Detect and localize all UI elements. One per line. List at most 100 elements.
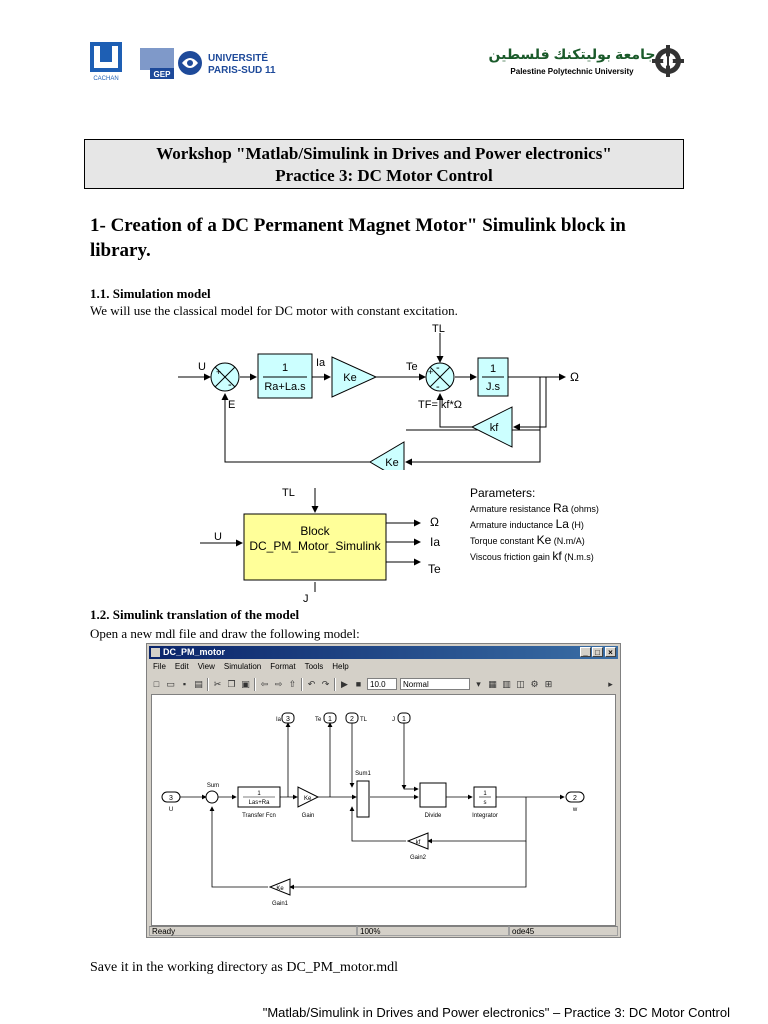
save-icon[interactable]: ▪: [182, 678, 187, 689]
block-out-omega: Ω: [430, 515, 439, 529]
menu-view[interactable]: View: [197, 662, 215, 671]
menu-file[interactable]: File: [153, 662, 166, 671]
divide-block[interactable]: [419, 782, 447, 808]
svg-text:2: 2: [573, 795, 577, 802]
maximize-button[interactable]: □: [592, 647, 603, 657]
workshop-title-line1: Workshop "Matlab/Simulink in Drives and …: [156, 144, 612, 163]
play-icon[interactable]: ▶: [341, 678, 348, 689]
status-zoom: 100%: [357, 926, 509, 936]
sum1-block-name: Sum1: [355, 771, 371, 777]
svg-text:Las+Ra: Las+Ra: [249, 800, 271, 806]
inport-j[interactable]: 1: [397, 712, 411, 724]
param-item: Armature inductance La (H): [470, 517, 584, 531]
subsection-1-1-text: We will use the classical model for DC m…: [90, 303, 458, 318]
transfer-fcn-block[interactable]: 1 Las+Ra: [237, 786, 281, 808]
gain-ke2-triangle: [369, 441, 405, 470]
gep-label: GEP: [154, 70, 172, 79]
chevron-down-icon[interactable]: ▾: [476, 678, 481, 689]
stop-time-field[interactable]: 10.0: [367, 678, 397, 690]
svg-text:s: s: [484, 800, 487, 806]
undo-icon[interactable]: ↶: [307, 678, 316, 689]
menu-help[interactable]: Help: [332, 662, 349, 671]
close-button[interactable]: ×: [605, 647, 616, 657]
forward-icon[interactable]: ⇨: [274, 678, 283, 689]
menu-edit[interactable]: Edit: [174, 662, 189, 671]
svg-text:1: 1: [483, 791, 487, 797]
exit-icon[interactable]: ▸: [608, 678, 613, 689]
e-label: E: [228, 399, 235, 411]
gain-block[interactable]: Ke: [297, 786, 320, 808]
open-folder-icon[interactable]: ▭: [166, 678, 175, 689]
universite-line1: UNIVERSITÉ: [208, 51, 268, 64]
subsection-1-2-heading: 1.2. Simulink translation of the model: [90, 607, 300, 622]
svg-text:kf: kf: [416, 840, 421, 846]
gain-ke-label: Ke: [343, 372, 356, 384]
cut-icon[interactable]: ✂: [213, 678, 222, 689]
menu-tools[interactable]: Tools: [304, 662, 324, 671]
debug-icon[interactable]: ⚙: [530, 678, 539, 689]
menu-format[interactable]: Format: [270, 662, 296, 671]
te-label: Te: [406, 361, 418, 373]
ppu-arabic: جامعة بوليتكنك فلسطين: [489, 46, 656, 63]
omega-label: Ω: [570, 370, 579, 384]
paste-icon[interactable]: ▣: [241, 678, 250, 689]
sim-mode-select[interactable]: Normal: [400, 678, 470, 690]
sum-block-name: Sum: [207, 783, 219, 789]
ppu-english: Palestine Polytechnic University: [510, 67, 634, 76]
transfer-fcn-armature: [257, 353, 313, 399]
tf1-den: Ra+La.s: [264, 381, 306, 393]
sum-block[interactable]: [205, 790, 219, 804]
block-line2: DC_PM_Motor_Simulink: [249, 539, 381, 553]
block-in-u: U: [214, 531, 222, 543]
transfer-fcn-name: Transfer Fcn: [242, 813, 276, 819]
gep-logo: GEP: [140, 48, 176, 80]
stop-icon[interactable]: ■: [355, 678, 362, 689]
menu-simulation[interactable]: Simulation: [223, 662, 262, 671]
gain2-block-name: Gain2: [410, 855, 427, 861]
hierarchy-icon[interactable]: ⊞: [544, 678, 553, 689]
simulink-toolbar: □ ▭ ▪ ▤ ✂ ❐ ▣ ⇦ ⇨ ⇧ ↶ ↷ ▶ ■ 10.0 Normal …: [151, 675, 616, 693]
gain1-block-name: Gain1: [272, 901, 289, 907]
simulink-title: DC_PM_motor: [163, 647, 226, 657]
cachan-label: CACHAN: [93, 76, 118, 82]
ia-label: Ia: [316, 357, 326, 369]
save-instruction: Save it in the working directory as DC_P…: [90, 960, 398, 975]
page-footer: "Matlab/Simulink in Drives and Power ele…: [262, 1005, 730, 1020]
outport-w[interactable]: 2: [565, 791, 585, 803]
sum1-block[interactable]: [356, 780, 370, 818]
print-icon[interactable]: ▤: [194, 678, 203, 689]
new-file-icon[interactable]: □: [153, 678, 160, 689]
model-explorer-icon[interactable]: ◫: [516, 678, 525, 689]
dc-pm-motor-block: [243, 513, 387, 581]
block-line1: Block: [300, 524, 330, 538]
svg-text:Ke: Ke: [276, 886, 284, 892]
inport-tl[interactable]: 2: [345, 712, 359, 724]
block-in-j: J: [303, 593, 309, 605]
simulink-window: DC_PM_motor _ □ × File Edit View Simulat…: [146, 643, 621, 938]
outport-w-name: w: [572, 807, 578, 813]
simulink-canvas[interactable]: 3 U Sum 1 Las+Ra Transfer Fcn Ke Gain 3: [151, 694, 616, 926]
subsection-1-1-heading: 1.1. Simulation model: [90, 286, 211, 301]
integrator-block[interactable]: 1 s: [473, 786, 497, 808]
inport-u[interactable]: 3: [161, 791, 181, 803]
minimize-button[interactable]: _: [580, 647, 591, 657]
gain1-block[interactable]: Ke: [268, 878, 291, 896]
outport-te-name: Te: [315, 717, 322, 723]
library-icon[interactable]: ▥: [502, 678, 511, 689]
simulink-titlebar[interactable]: DC_PM_motor _ □ ×: [149, 646, 618, 659]
simulink-model: 3 U Sum 1 Las+Ra Transfer Fcn Ke Gain 3: [161, 712, 585, 907]
simulink-statusbar: Ready 100% ode45: [149, 926, 618, 936]
workshop-title-line2: Practice 3: DC Motor Control: [275, 166, 493, 185]
build-icon[interactable]: ▦: [488, 678, 497, 689]
gain2-block[interactable]: kf: [406, 832, 429, 850]
back-icon[interactable]: ⇦: [260, 678, 269, 689]
integrator-block-name: Integrator: [472, 813, 498, 819]
outport-te[interactable]: 1: [323, 712, 337, 724]
redo-icon[interactable]: ↷: [321, 678, 330, 689]
up-icon[interactable]: ⇧: [288, 678, 297, 689]
copy-icon[interactable]: ❐: [227, 678, 236, 689]
outport-ia[interactable]: 3: [281, 712, 295, 724]
param-item: Viscous friction gain kf (N.m.s): [470, 549, 594, 563]
block-out-te: Te: [428, 562, 441, 576]
svg-text:1: 1: [402, 716, 406, 723]
